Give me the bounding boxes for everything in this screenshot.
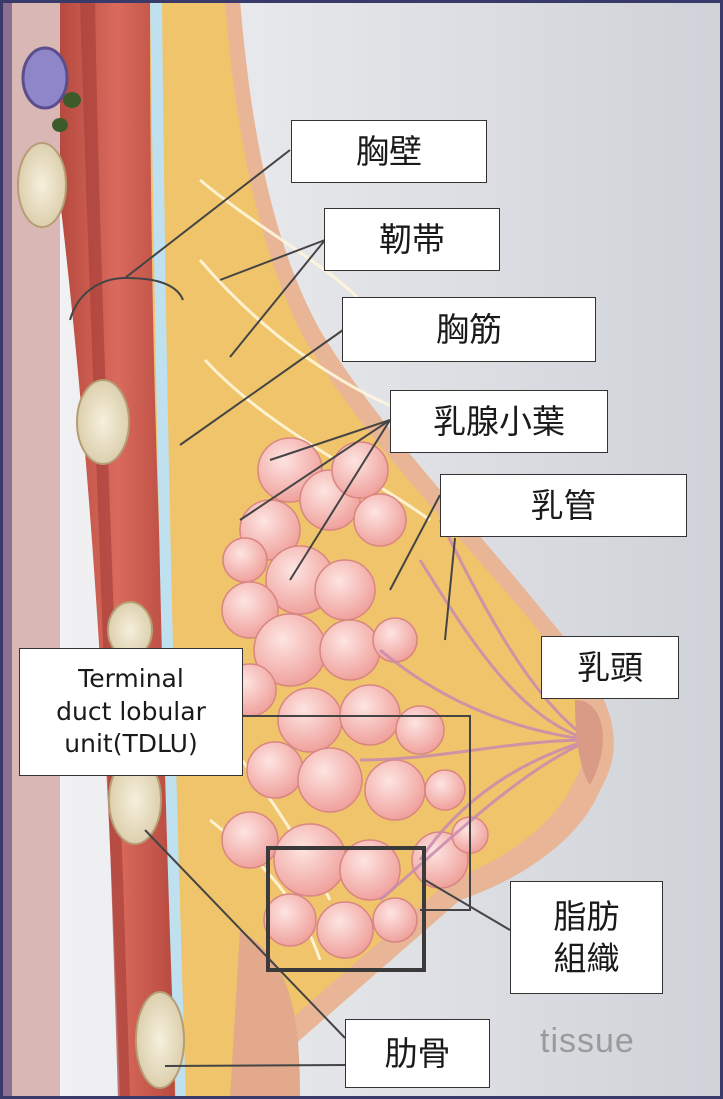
label-tdlu: Terminal duct lobular unit(TDLU) [19,648,243,776]
label-lobules: 乳腺小葉 [390,390,608,453]
label-chest-wall: 胸壁 [291,120,487,183]
label-ligaments: 靭帯 [324,208,500,271]
label-fatty-tissue: 脂肪 組織 [510,881,663,994]
label-nipple: 乳頭 [541,636,679,699]
label-pectoral-muscle: 胸筋 [342,297,596,362]
background-text: tissue [540,1022,635,1061]
vessel [23,48,67,108]
label-ribs: 肋骨 [345,1019,490,1088]
label-ducts: 乳管 [440,474,687,537]
